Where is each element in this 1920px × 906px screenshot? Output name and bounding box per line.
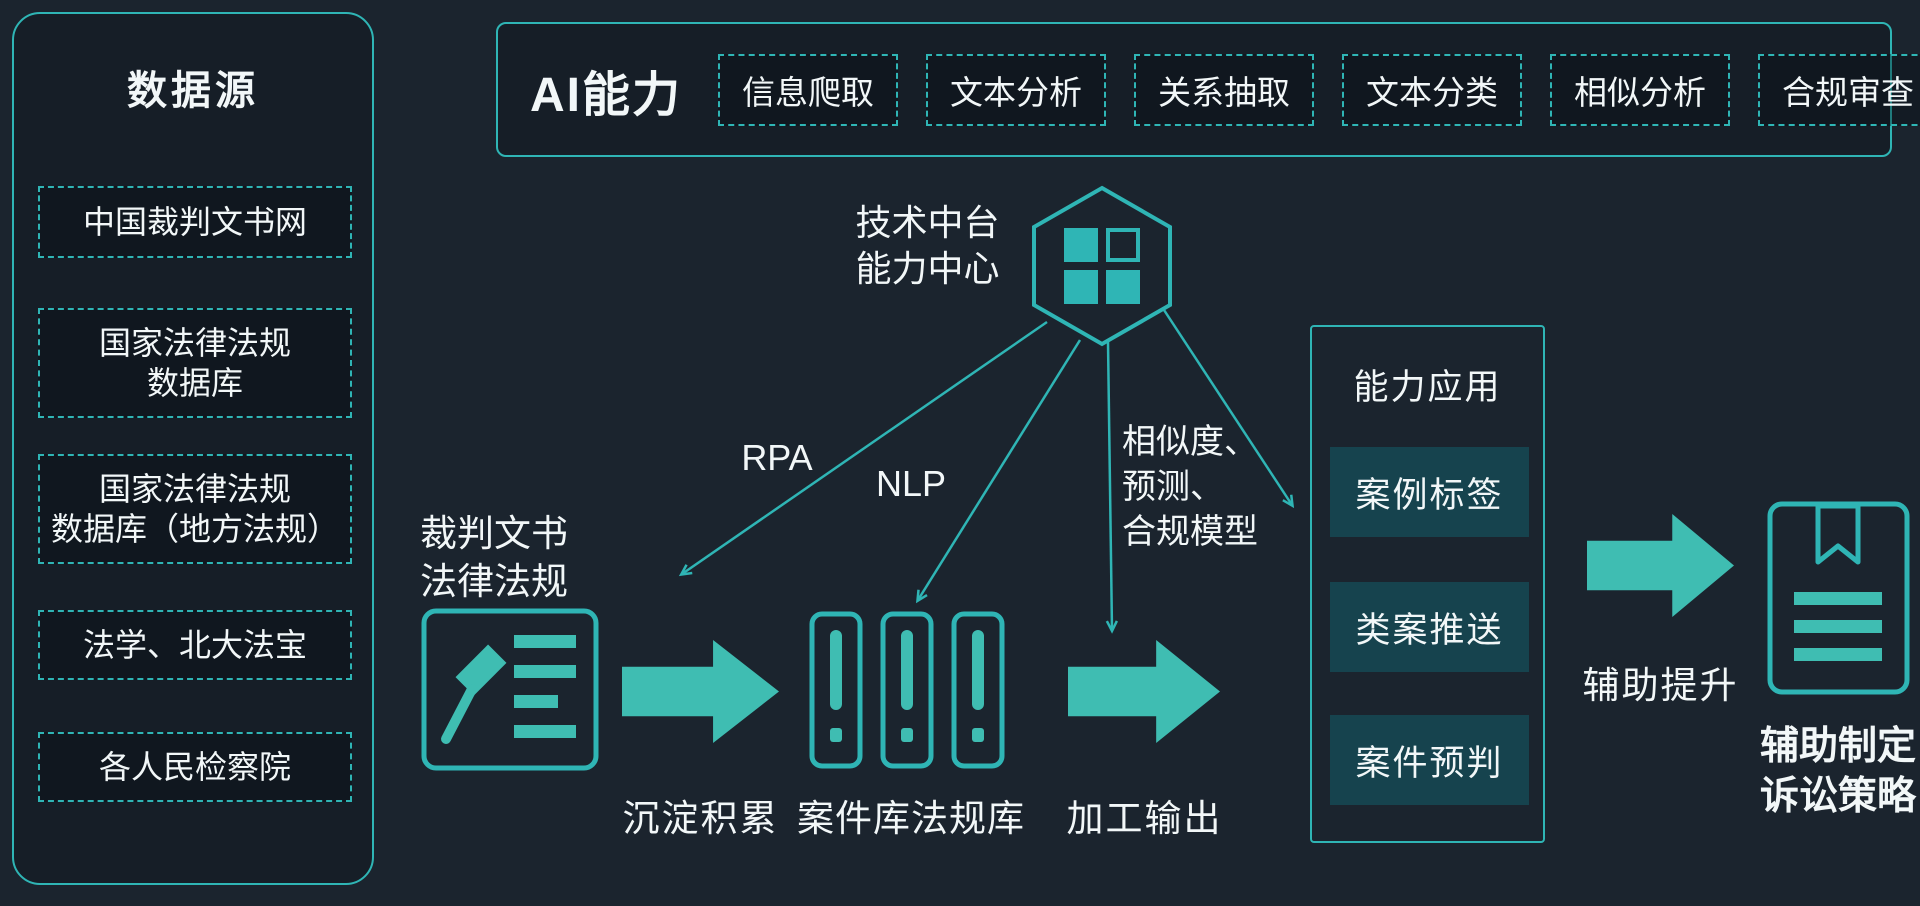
data-sources-title: 数据源: [127, 69, 259, 113]
arrow-models: [1105, 341, 1119, 634]
ai-panel-title: AI能力: [530, 68, 683, 122]
platform-label: 技术中台 能力中心: [855, 202, 1000, 289]
models-label: 相似度、 预测、 合规模型: [1122, 423, 1258, 551]
flow-arrow-process: [1068, 640, 1220, 743]
result-label: 辅助制定 诉讼策略: [1759, 725, 1916, 818]
gavel-document-icon: [421, 608, 599, 771]
application-item: 案件预判: [1330, 715, 1529, 805]
application-item: 类案推送: [1330, 582, 1529, 672]
ai-capability-item: 文本分类: [1342, 53, 1523, 126]
data-source-item: 中国裁判文书网: [38, 186, 352, 258]
rpa-label: RPA: [741, 437, 813, 478]
data-source-item: 法学、北大法宝: [38, 610, 352, 680]
ai-capability-item: 关系抽取: [1134, 53, 1315, 126]
case-binder-icon: [809, 611, 863, 769]
assist-label: 辅助提升: [1582, 665, 1739, 706]
hexagon-grid-icon: [1032, 185, 1172, 347]
ai-capability-item: 合规审查: [1758, 53, 1920, 126]
data-source-item: 各人民检察院: [38, 732, 352, 802]
ai-capability-item: 文本分析: [926, 53, 1107, 126]
ai-capability-item: 信息爬取: [718, 53, 899, 126]
case-binder-icon: [951, 611, 1005, 769]
process-label: 加工输出: [1066, 798, 1223, 839]
case-binder-icon: [880, 611, 934, 769]
source-docs-label: 裁判文书 法律法规: [420, 513, 568, 602]
data-source-item: 国家法律法规 数据库: [38, 308, 352, 418]
library-label: 案件库法规库: [797, 798, 1025, 839]
accumulate-label: 沉淀积累: [622, 798, 779, 839]
flow-arrow-assist: [1587, 514, 1734, 617]
ai-capability-item: 相似分析: [1550, 53, 1731, 126]
applications-panel: 能力应用 案例标签 类案推送 案件预判: [1310, 325, 1545, 843]
data-sources-panel: 数据源 中国裁判文书网 国家法律法规 数据库 国家法律法规 数据库（地方法规） …: [12, 12, 374, 885]
flow-arrow-accumulate: [622, 640, 779, 743]
application-item: 案例标签: [1330, 447, 1529, 537]
strategy-document-icon: [1767, 501, 1910, 695]
ai-capabilities-panel: AI能力 信息爬取 文本分析 关系抽取 文本分类 相似分析 合规审查: [496, 22, 1920, 157]
applications-title: 能力应用: [1353, 368, 1502, 407]
data-source-item: 国家法律法规 数据库（地方法规）: [38, 454, 352, 564]
nlp-label: NLP: [875, 463, 947, 504]
